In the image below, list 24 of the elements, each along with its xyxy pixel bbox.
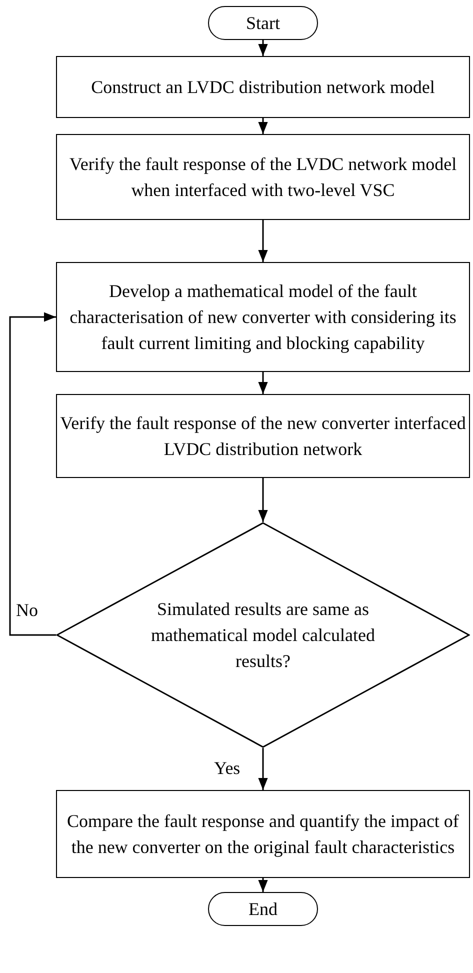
arrow bbox=[258, 478, 268, 522]
arrow bbox=[258, 372, 268, 394]
node-text: Start bbox=[245, 12, 281, 35]
arrow bbox=[258, 878, 268, 892]
process-box bbox=[56, 790, 470, 878]
process-box bbox=[56, 262, 470, 372]
arrow bbox=[258, 118, 268, 134]
node-text: Compare the fault response and quantify the impact of the new converter on the original fault characteristics bbox=[66, 810, 460, 859]
node-text: Simulated results are same as mathematical model calculated results? bbox=[150, 598, 376, 673]
arrow bbox=[258, 748, 268, 790]
node-text: Construct an LVDC distribution network model bbox=[90, 76, 436, 99]
arrow bbox=[9, 312, 56, 636]
node-text: Verify the fault response of the new converter interfaced LVDC distribution network bbox=[59, 412, 467, 461]
node-text: End bbox=[248, 898, 278, 921]
terminal-shape bbox=[208, 892, 318, 926]
terminal-shape bbox=[208, 6, 318, 40]
decision-diamond bbox=[56, 522, 470, 748]
process-box bbox=[56, 56, 470, 118]
arrow bbox=[258, 220, 268, 262]
process-box bbox=[56, 134, 470, 220]
node-text: Develop a mathematical model of the fault characterisation of new converter with considering its fault current limiting and blocking capability bbox=[68, 280, 458, 355]
node-text: Verify the fault response of the LVDC network model when interfaced with two-level VSC bbox=[68, 153, 458, 202]
arrow bbox=[258, 40, 268, 56]
process-box bbox=[56, 394, 470, 478]
